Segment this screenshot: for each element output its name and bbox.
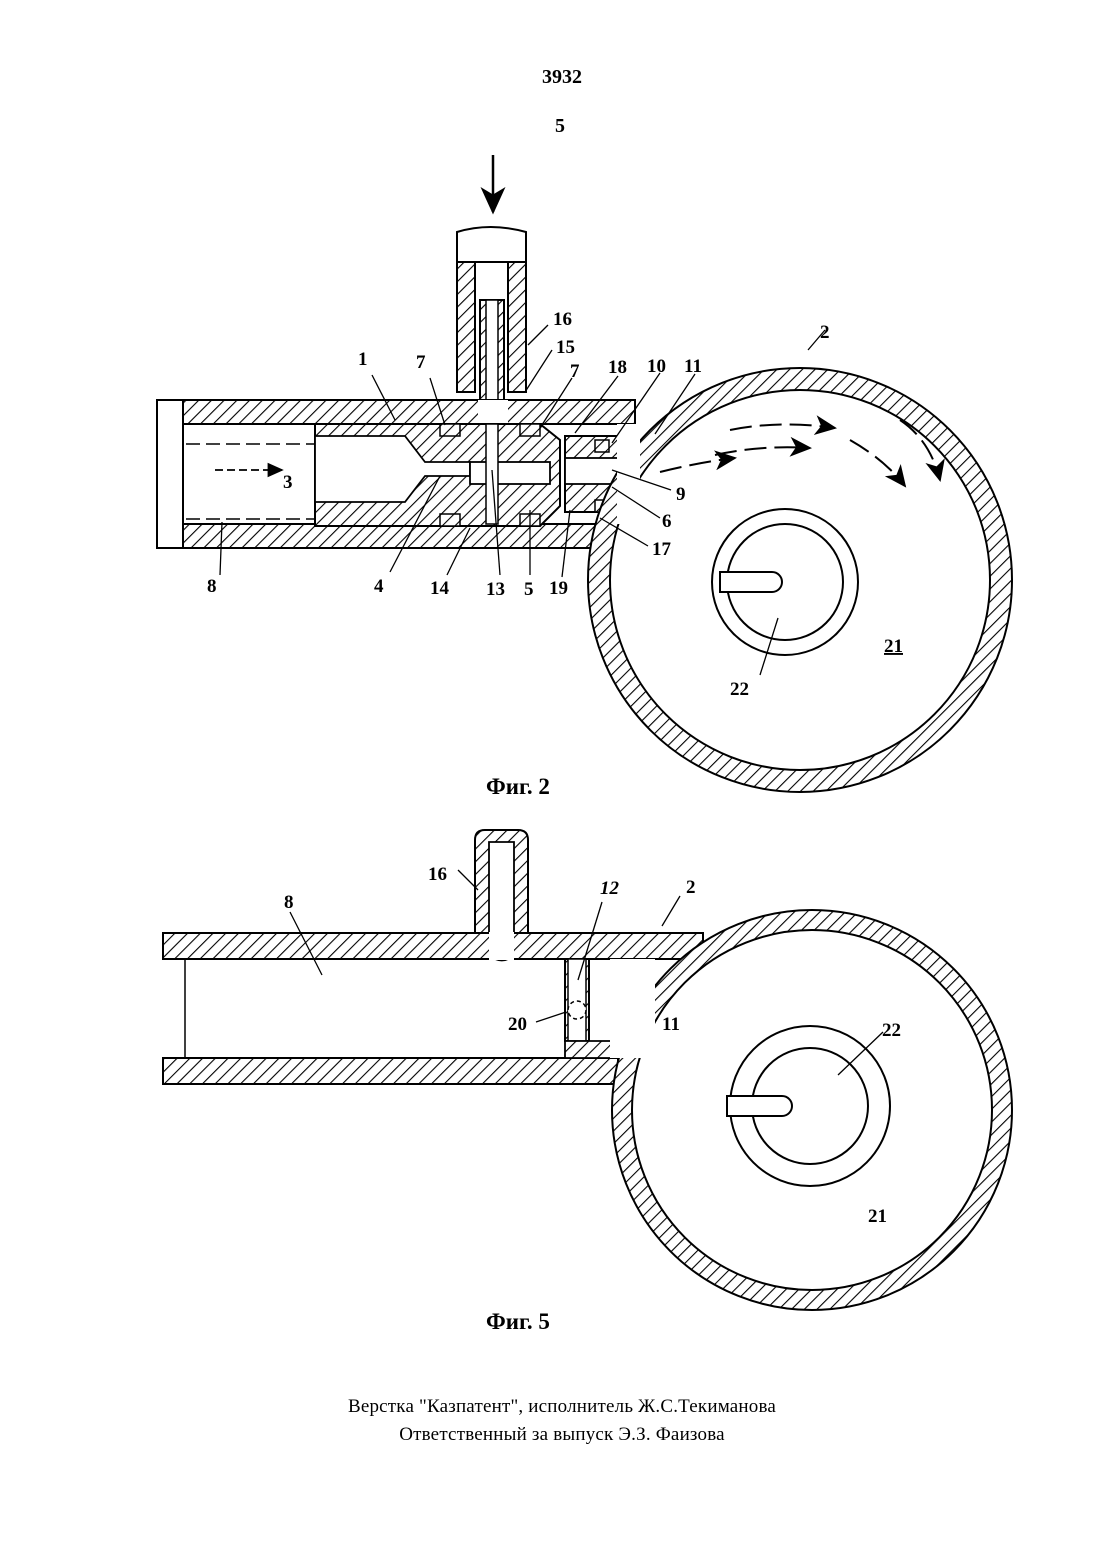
fig2-label-18: 18: [608, 357, 627, 378]
chamber-21-fig5: [589, 910, 1012, 1310]
fig2-label-4: 4: [374, 576, 384, 597]
figure-2-caption: Фиг. 2: [486, 774, 550, 799]
fig2-label-5: 5: [524, 579, 534, 600]
chamber-21: [588, 368, 1012, 792]
fig2-label-8: 8: [207, 576, 217, 597]
fig5-label-8: 8: [284, 892, 294, 913]
check-valve-20: [568, 1001, 586, 1019]
fig5-label-22: 22: [882, 1020, 901, 1041]
fig2-label-1: 1: [358, 349, 368, 370]
fig2-label-16: 16: [553, 309, 572, 330]
figure-5-caption: Фиг. 5: [486, 1309, 550, 1334]
fig5-label-11: 11: [662, 1014, 680, 1035]
fig2-label-7b: 7: [570, 361, 580, 382]
fig5-label-20: 20: [508, 1014, 527, 1035]
fig5-label-2: 2: [686, 877, 696, 898]
fig2-label-13: 13: [486, 579, 505, 600]
fig2-label-22: 22: [730, 679, 749, 700]
fig2-label-10: 10: [647, 356, 666, 377]
fig2-label-6: 6: [662, 511, 672, 532]
fig2-label-15: 15: [556, 337, 575, 358]
fig2-label-19: 19: [549, 578, 568, 599]
fig5-label-21: 21: [868, 1206, 887, 1227]
fig2-label-9: 9: [676, 484, 686, 505]
valve-insert: [315, 424, 625, 526]
fig2-label-11: 11: [684, 356, 702, 377]
figure-2: 1 7 16 15 7 18 10 11 2 3 9 6 17 8 4 14 1…: [157, 155, 1012, 799]
fig2-label-17: 17: [652, 539, 672, 560]
footer-layout-credit: Верстка "Казпатент", исполнитель Ж.С.Тек…: [12, 1396, 1100, 1418]
fig2-label-3: 3: [283, 472, 293, 493]
fig2-label-14: 14: [430, 578, 450, 599]
fig2-label-2: 2: [820, 322, 830, 343]
fig5-label-16: 16: [428, 864, 447, 885]
fig2-label-7a: 7: [416, 352, 426, 373]
fig5-label-12: 12: [600, 878, 620, 899]
footer-responsible: Ответственный за выпуск Э.З. Фаизова: [12, 1424, 1100, 1446]
fig2-label-21: 21: [884, 636, 903, 657]
figure-5: 16 8 12 2 20 11 22 21 Фиг. 5: [163, 830, 1012, 1334]
